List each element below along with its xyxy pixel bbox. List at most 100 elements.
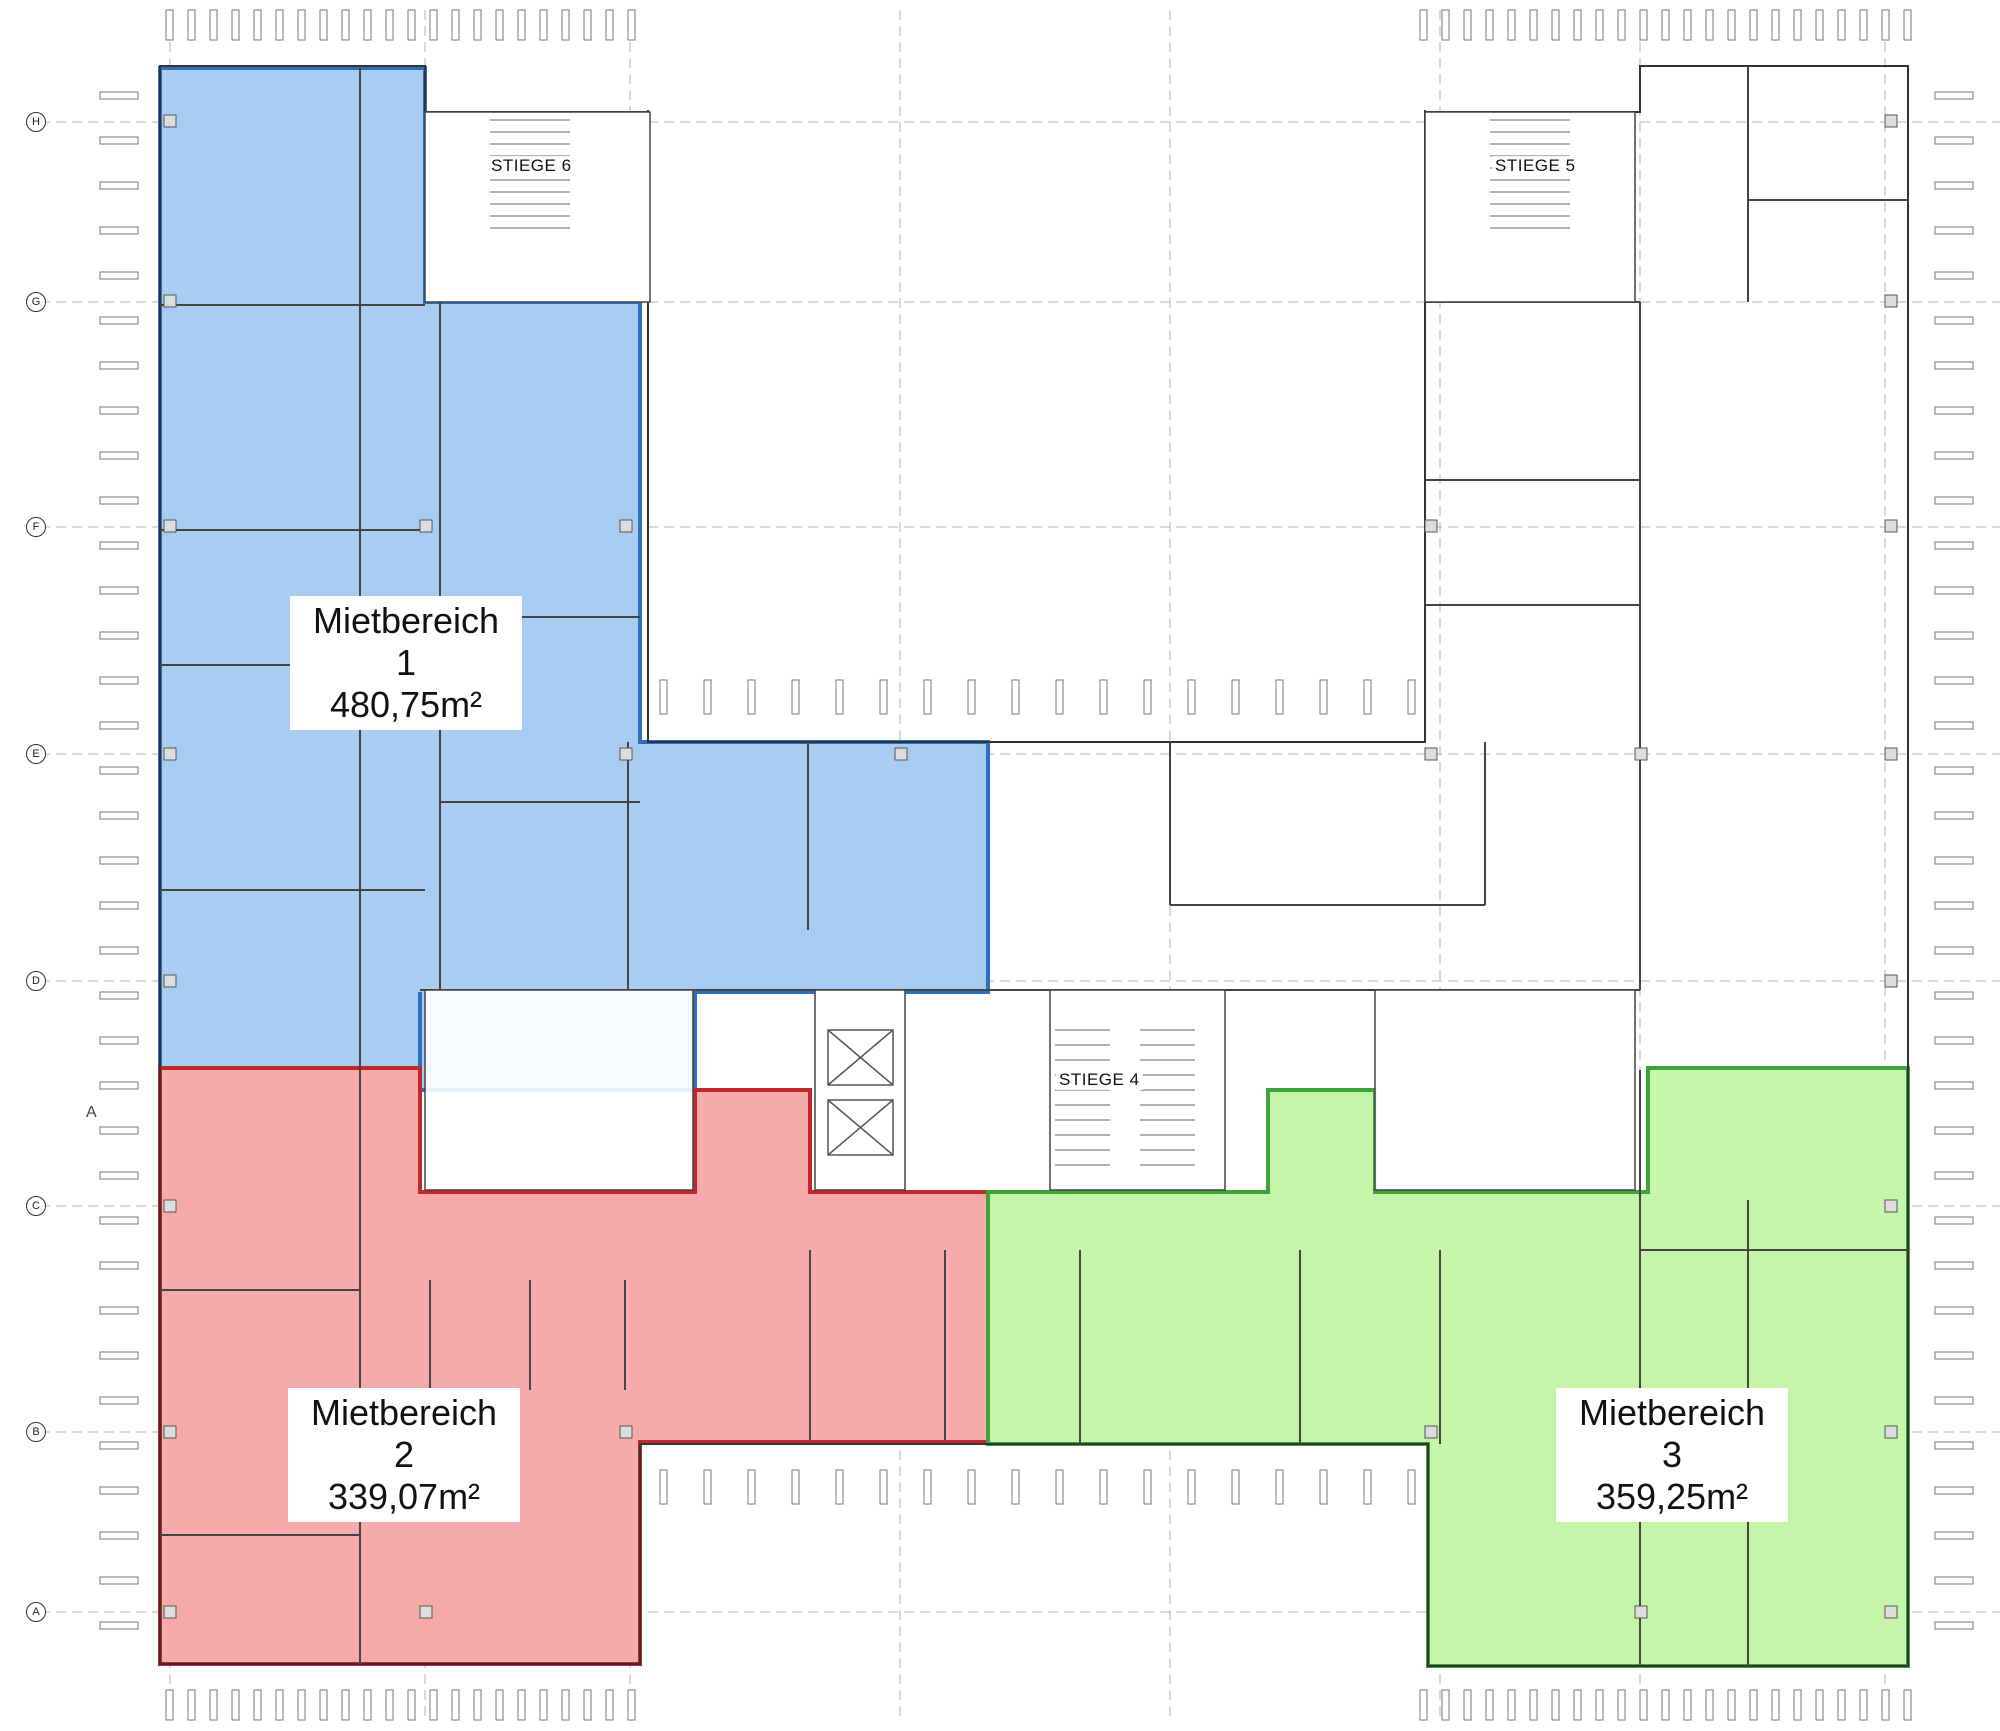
facade-tag [99,451,139,460]
facade-tag [627,1689,636,1721]
facade-tag [1934,1351,1974,1360]
facade-tag [517,9,526,41]
facade-tag [1771,9,1780,41]
facade-tag [99,766,139,775]
facade-tag [363,1689,372,1721]
facade-tag [1881,1689,1890,1721]
facade-tag [1903,9,1912,41]
facade-tag [1881,9,1890,41]
facade-tag [99,181,139,190]
facade-tag [1934,1216,1974,1225]
facade-tag [99,991,139,1000]
facade-tag [341,9,350,41]
facade-tag [747,1469,756,1505]
facade-tag [1463,1689,1472,1721]
facade-tag [1187,679,1196,715]
core-elements [424,111,1636,1191]
axis-bubble-h: H [26,112,46,132]
facade-tag [1934,1261,1974,1270]
facade-tag [879,1469,888,1505]
facade-tag [1011,679,1020,715]
facade-tag [1934,1081,1974,1090]
facade-tag [1419,1689,1428,1721]
facade-tag [99,361,139,370]
elevator-cabins [827,1029,894,1156]
facade-tag [1903,1689,1912,1721]
facade-tag [1934,946,1974,955]
facade-tag [341,1689,350,1721]
zone-label-1: Mietbereich 1 480,75m² [290,596,522,730]
facade-tag [99,586,139,595]
facade-tag [1319,679,1328,715]
facade-tag [99,1351,139,1360]
facade-tag [1934,91,1974,100]
facade-tag [99,496,139,505]
facade-tag [1934,1441,1974,1450]
facade-tag [99,1126,139,1135]
axis-bubble-b: B [26,1422,46,1442]
facade-tag [209,1689,218,1721]
facade-tag [1661,9,1670,41]
facade-tag [1143,679,1152,715]
facade-tag [1934,1306,1974,1315]
facade-tag [429,9,438,41]
facade-tag [1319,1469,1328,1505]
facade-tag [407,9,416,41]
facade-tag [99,1396,139,1405]
axis-bubble-e: E [26,744,46,764]
facade-tag [1529,1689,1538,1721]
facade-tag [99,91,139,100]
facade-tag [1793,1689,1802,1721]
facade-tag [583,1689,592,1721]
facade-tag [209,9,218,41]
facade-tag [99,1216,139,1225]
facade-tag [1727,1689,1736,1721]
facade-tag [1934,991,1974,1000]
facade-tag [1934,136,1974,145]
facade-tag [1934,586,1974,595]
stair-4-label: STIEGE 4 [1056,1070,1143,1090]
facade-tag [1934,766,1974,775]
zone-3-area: 359,25m² [1595,1476,1749,1517]
facade-tag [1934,1531,1974,1540]
axis-bubble-f: F [26,517,46,537]
zone-3-name: Mietbereich 3 [1578,1392,1766,1475]
facade-tag [967,1469,976,1505]
facade-tag [561,1689,570,1721]
facade-tag [495,9,504,41]
facade-tag [561,9,570,41]
facade-tag [1815,9,1824,41]
facade-tag [253,9,262,41]
facade-tag [99,226,139,235]
facade-tag [99,1576,139,1585]
facade-tag [703,679,712,715]
facade-tag [451,9,460,41]
facade-tag [319,9,328,41]
facade-tag [1934,1126,1974,1135]
facade-tag [1934,631,1974,640]
facade-tag [747,679,756,715]
facade-tag [1934,316,1974,325]
facade-tag [627,9,636,41]
facade-tag [539,1689,548,1721]
facade-tag [703,1469,712,1505]
facade-tag [99,811,139,820]
facade-tag [99,631,139,640]
facade-tag [187,9,196,41]
facade-tag [1934,856,1974,865]
facade-tag [1573,1689,1582,1721]
facade-tag [539,9,548,41]
facade-tag [1441,1689,1450,1721]
facade-tag [231,9,240,41]
facade-tag [1934,721,1974,730]
facade-tag [1934,1486,1974,1495]
facade-tag [473,9,482,41]
facade-tag [1661,1689,1670,1721]
facade-tag [1934,1621,1974,1630]
facade-tag [1934,676,1974,685]
axis-bubble-d: D [26,971,46,991]
facade-tag [1143,1469,1152,1505]
facade-tag [363,9,372,41]
facade-tag [1573,9,1582,41]
facade-tag [1934,541,1974,550]
